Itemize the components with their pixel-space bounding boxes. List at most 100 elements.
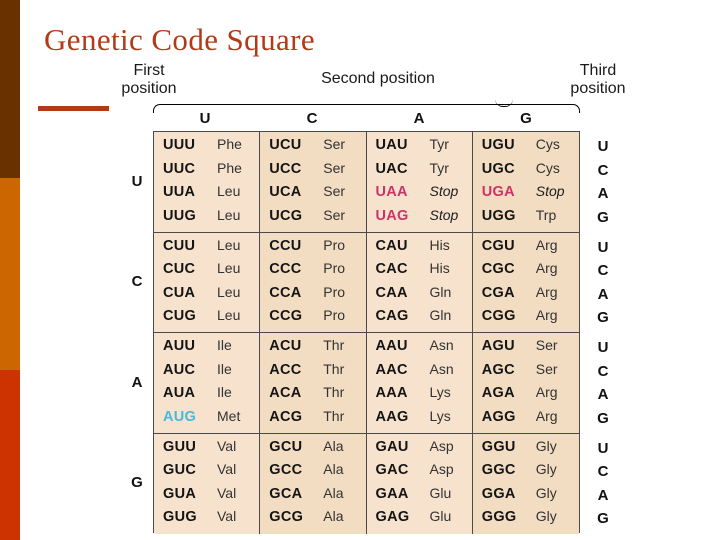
second-position-letter-c: C	[306, 110, 318, 127]
first-position-letter-a: A	[131, 374, 143, 391]
codon-label: CAC	[375, 261, 408, 277]
sidebar-band-bottom	[0, 370, 20, 540]
third-position-letter: G	[597, 409, 609, 427]
codon-label: GCA	[269, 485, 303, 502]
amino-acid-label: Asp	[429, 461, 454, 477]
second-position-header-line1: Second	[321, 70, 376, 87]
amino-acid-label: Stop	[429, 183, 459, 199]
codon-label: CAA	[375, 284, 408, 301]
amino-acid-label: Thr	[323, 407, 345, 424]
amino-acid-label: Val	[217, 508, 237, 524]
amino-acid-label: Asn	[429, 337, 454, 353]
third-position-letter: U	[597, 138, 609, 155]
codon-label: CGG	[481, 308, 516, 324]
amino-acid-label: Gly	[535, 461, 557, 477]
amino-acid-label: Arg	[535, 307, 558, 323]
codon-label: CUA	[163, 284, 196, 301]
sidebar-band-top	[0, 0, 20, 178]
title-underline-rule	[38, 106, 109, 111]
codon-entry[interactable]: CGG Arg	[473, 307, 579, 331]
amino-acid-label: Leu	[217, 183, 241, 199]
amino-acid-label: Ala	[323, 484, 344, 501]
codon-label: AAG	[375, 408, 409, 425]
first-position-letter-u: U	[131, 173, 143, 190]
codon-label: UGC	[481, 160, 515, 177]
codon-entry[interactable]: GCA Ala	[260, 485, 365, 509]
codon-label: CUC	[163, 261, 196, 277]
amino-acid-label: Pro	[323, 236, 346, 253]
third-position-letter: G	[597, 208, 609, 226]
second-position-header-line2: position	[379, 70, 435, 87]
